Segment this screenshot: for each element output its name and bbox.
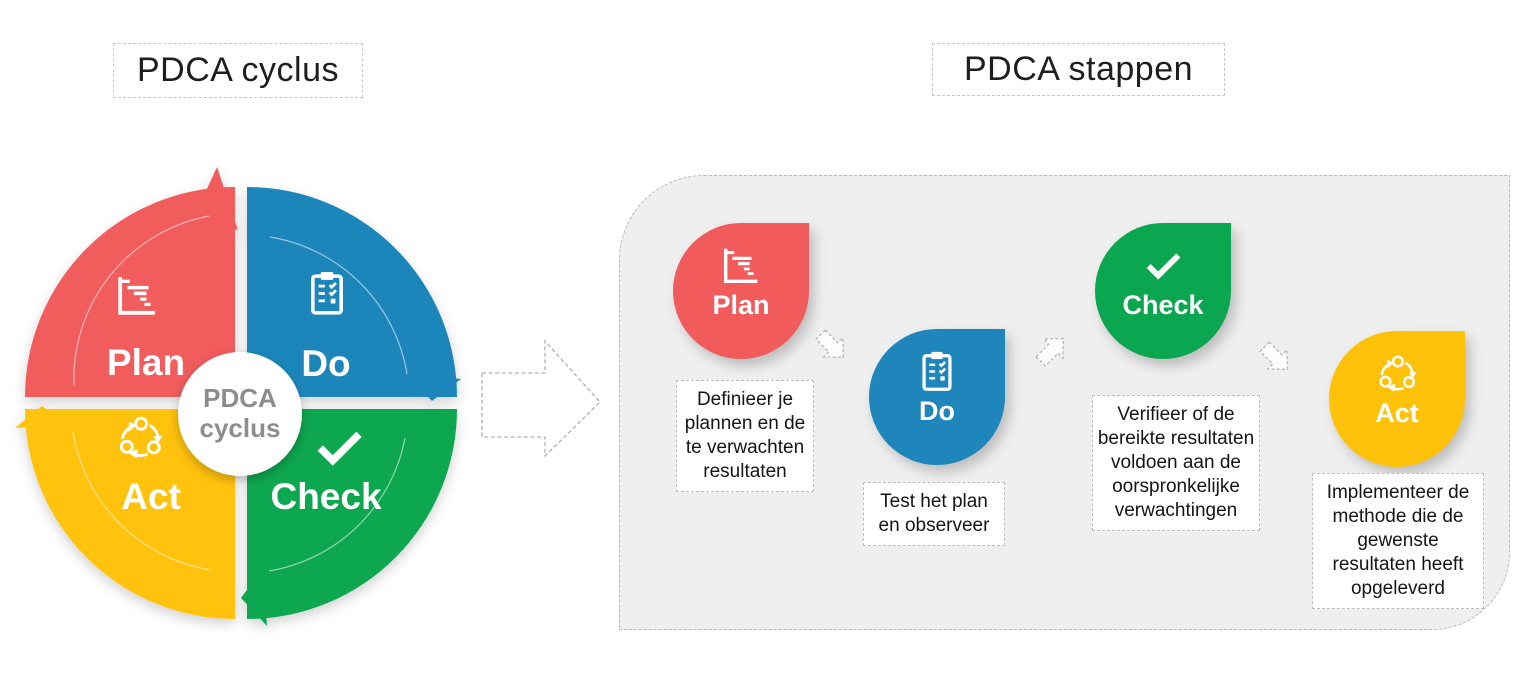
checkmark-icon [1140,243,1186,289]
act-guide-arc [72,431,212,571]
cycle-arrows-icon [1379,355,1418,393]
step-badge-label: Act [1375,398,1419,428]
left-title: PDCA cyclus [113,43,363,98]
cycle-center-line1: PDCA [203,383,277,413]
step-badge-plan: Plan [673,223,809,359]
check-quadrant [247,409,457,619]
step-description-act: Implementeer de methode die de gewenste … [1312,473,1484,609]
step-badge-do: Do [869,329,1005,465]
check-quadrant-label: Check [270,476,381,517]
do-arrow-tip [405,373,461,401]
plan-guide-arc [73,215,210,387]
cycle-center-line2: cyclus [200,413,281,443]
act-quadrant-label: Act [121,476,181,517]
gantt-chart-icon [118,275,157,315]
clipboard-checklist-icon [922,350,952,391]
plan-quadrant-label: Plan [107,342,185,383]
transition-arrow [481,339,601,458]
check-guide-arc [268,437,406,572]
cycle-center-circle: PDCA cyclus [178,352,302,476]
pdca-cycle-diagram: Plan Do Check Act [15,167,461,626]
do-quadrant-label: Do [301,343,350,384]
do-quadrant [247,187,457,397]
clipboard-checklist-icon [311,270,343,315]
step-description-check: Verifieer of de bereikte resultaten vold… [1092,395,1260,531]
check-arrow-tip [241,568,267,626]
plan-quadrant [25,187,235,397]
do-guide-arc [269,236,408,375]
step-badge-label: Do [919,396,955,426]
step-description-plan: Definieer je plannen en de te verwachten… [676,380,814,492]
pdca-steps-panel: Plan Do Check Act Definieer je plannen e… [619,175,1510,630]
plan-arrow-tip [195,167,238,230]
gantt-chart-icon [723,247,760,284]
right-title: PDCA stappen [932,43,1225,96]
act-arrow-tip [15,406,68,428]
step-badge-act: Act [1329,331,1465,467]
step-badge-check: Check [1095,223,1231,359]
act-quadrant [25,409,235,619]
cycle-arrows-icon [119,416,164,460]
checkmark-icon [320,434,359,460]
step-badge-label: Plan [712,290,770,320]
step-description-do: Test het plan en observeer [863,482,1005,546]
step-badge-label: Check [1122,290,1204,320]
